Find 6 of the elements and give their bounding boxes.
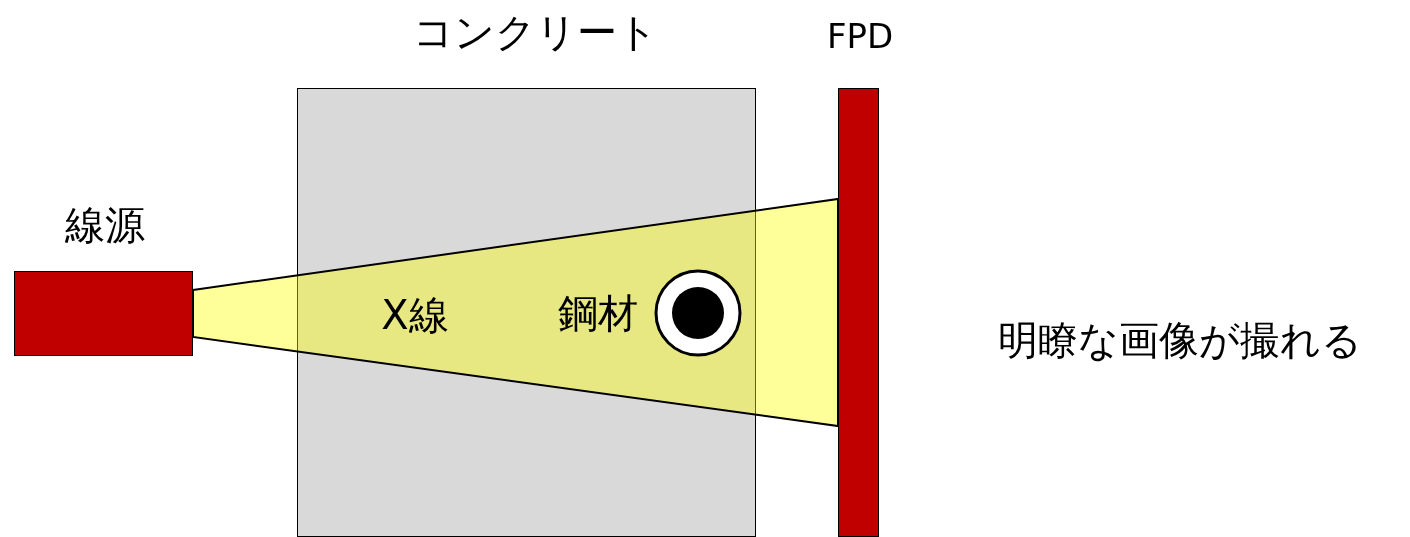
result-note: 明瞭な画像が撮れる (998, 320, 1362, 360)
block-label: 線源 (65, 205, 145, 245)
block-label: FPD (826, 19, 894, 53)
block-label: コンクリート (412, 12, 658, 52)
steel-label: 鋼材 (558, 293, 638, 333)
beam-label: X線 (381, 295, 449, 335)
